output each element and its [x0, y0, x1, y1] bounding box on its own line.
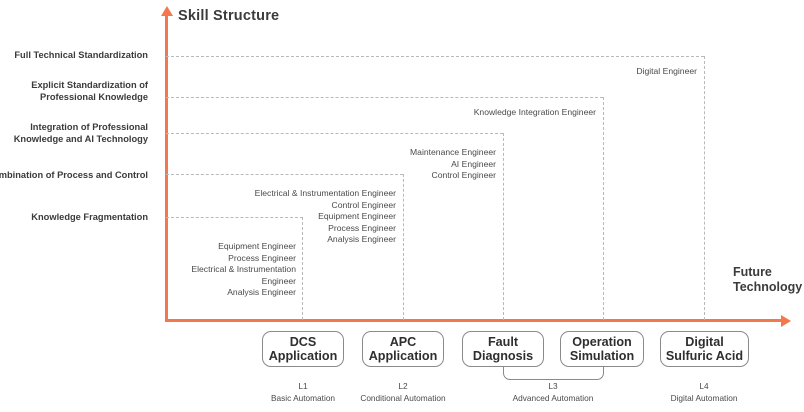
stage-box-line1: APC [389, 334, 417, 349]
role-item: Equipment Engineer [318, 211, 396, 221]
role-group-l1: Equipment Engineer Process Engineer Elec… [191, 241, 296, 299]
x-axis-title-line1: Future [733, 265, 772, 279]
stage-box-line1: DCS [289, 334, 317, 349]
level-caption-l1: L1 Basic Automation [243, 380, 363, 404]
tier-label-integration-professional-knowledge-ai: Integration of Professional Knowledge an… [14, 122, 148, 145]
role-item: Engineer [261, 275, 296, 286]
tier-label-text-2: Knowledge and AI Technology [13, 133, 148, 144]
x-axis-title: Future Technology [733, 265, 802, 295]
role-item: Digital Engineer [636, 66, 697, 76]
role-item: Process Engineer [228, 252, 296, 263]
y-axis-title: Skill Structure [178, 8, 280, 24]
steplane-2 [403, 174, 404, 320]
y-axis-arrow-icon [160, 6, 173, 16]
stage-box-digital-sulfuric-acid[interactable]: Digital Sulfuric Acid [660, 331, 749, 367]
stage-box-fault-diagnosis[interactable]: Fault Diagnosis [462, 331, 544, 367]
gridline-tier-2 [166, 174, 403, 175]
level-caption-l4: L4 Digital Automation [644, 380, 764, 404]
steplane-5 [704, 56, 705, 320]
stage-box-line2: Application [368, 349, 438, 363]
tier-label-text: Integration of Professional [30, 122, 148, 132]
level-caption-l3: L3 Advanced Automation [493, 380, 613, 404]
role-group-l4: Digital Engineer [636, 66, 697, 78]
tier-label-text: Combination of Process and Control [0, 170, 148, 180]
stage-box-line2: Diagnosis [472, 349, 534, 363]
level-desc: Conditional Automation [360, 393, 446, 403]
x-axis-line [166, 319, 784, 322]
level-code: L3 [548, 381, 558, 391]
role-item: Electrical & Instrumentation Engineer [254, 188, 396, 198]
level-desc: Basic Automation [270, 393, 336, 403]
role-item: Electrical & Instrumentation [191, 264, 296, 274]
stage-box-apc-application[interactable]: APC Application [362, 331, 444, 367]
stage-box-line1: Fault [487, 334, 519, 349]
role-item: Equipment Engineer [218, 241, 296, 251]
stage-box-operation-simulation[interactable]: Operation Simulation [560, 331, 644, 367]
tier-label-knowledge-fragmentation: Knowledge Fragmentation [31, 212, 148, 224]
steplane-4 [603, 97, 604, 320]
gridline-tier-1 [166, 217, 303, 218]
x-axis-title-line2: Technology [733, 280, 803, 294]
steplane-3 [503, 133, 504, 320]
gridline-tier-5 [166, 56, 704, 57]
role-item: Knowledge Integration Engineer [473, 107, 596, 117]
tier-label-text: Explicit Standardization of [31, 80, 148, 90]
gridline-tier-3 [166, 133, 503, 134]
role-group-l3b: Knowledge Integration Engineer [474, 107, 596, 119]
gridline-tier-4 [166, 97, 603, 98]
tier-label-full-technical-standardization: Full Technical Standardization [14, 50, 148, 62]
level-caption-l2: L2 Conditional Automation [343, 380, 463, 404]
level-code: L2 [398, 381, 408, 391]
tier-label-combination-process-control: Combination of Process and Control [0, 170, 148, 182]
x-axis-arrow-icon [781, 315, 791, 327]
steplane-1 [302, 217, 303, 320]
level-code: L1 [298, 381, 308, 391]
stage-box-dcs-application[interactable]: DCS Application [262, 331, 344, 367]
stage-box-line1: Operation [572, 334, 632, 349]
level-desc: Digital Automation [670, 393, 738, 403]
role-group-l2: Electrical & Instrumentation Engineer Co… [255, 188, 396, 246]
level-bracket-l3 [503, 367, 604, 380]
role-item: Analysis Engineer [327, 234, 396, 244]
stage-box-line2: Sulfuric Acid [665, 349, 744, 363]
role-item: AI Engineer [451, 158, 496, 169]
stage-box-line2: Simulation [569, 349, 635, 363]
role-item: Control Engineer [431, 170, 497, 180]
role-item: Process Engineer [328, 222, 396, 233]
role-item: Analysis Engineer [227, 287, 296, 297]
role-group-l3: Maintenance Engineer AI Engineer Control… [410, 147, 496, 182]
role-item: Maintenance Engineer [410, 147, 496, 157]
tier-label-explicit-standardization: Explicit Standardization of Professional… [31, 80, 148, 103]
level-code: L4 [699, 381, 709, 391]
role-item: Control Engineer [331, 199, 397, 210]
y-axis-line [165, 14, 168, 322]
stage-box-line2: Application [268, 349, 338, 363]
stage-box-line1: Digital [685, 334, 724, 349]
tier-label-text: Knowledge Fragmentation [31, 212, 148, 222]
tier-label-text-2: Professional Knowledge [40, 91, 148, 102]
tier-label-text: Full Technical Standardization [14, 50, 148, 60]
level-desc: Advanced Automation [512, 393, 594, 403]
